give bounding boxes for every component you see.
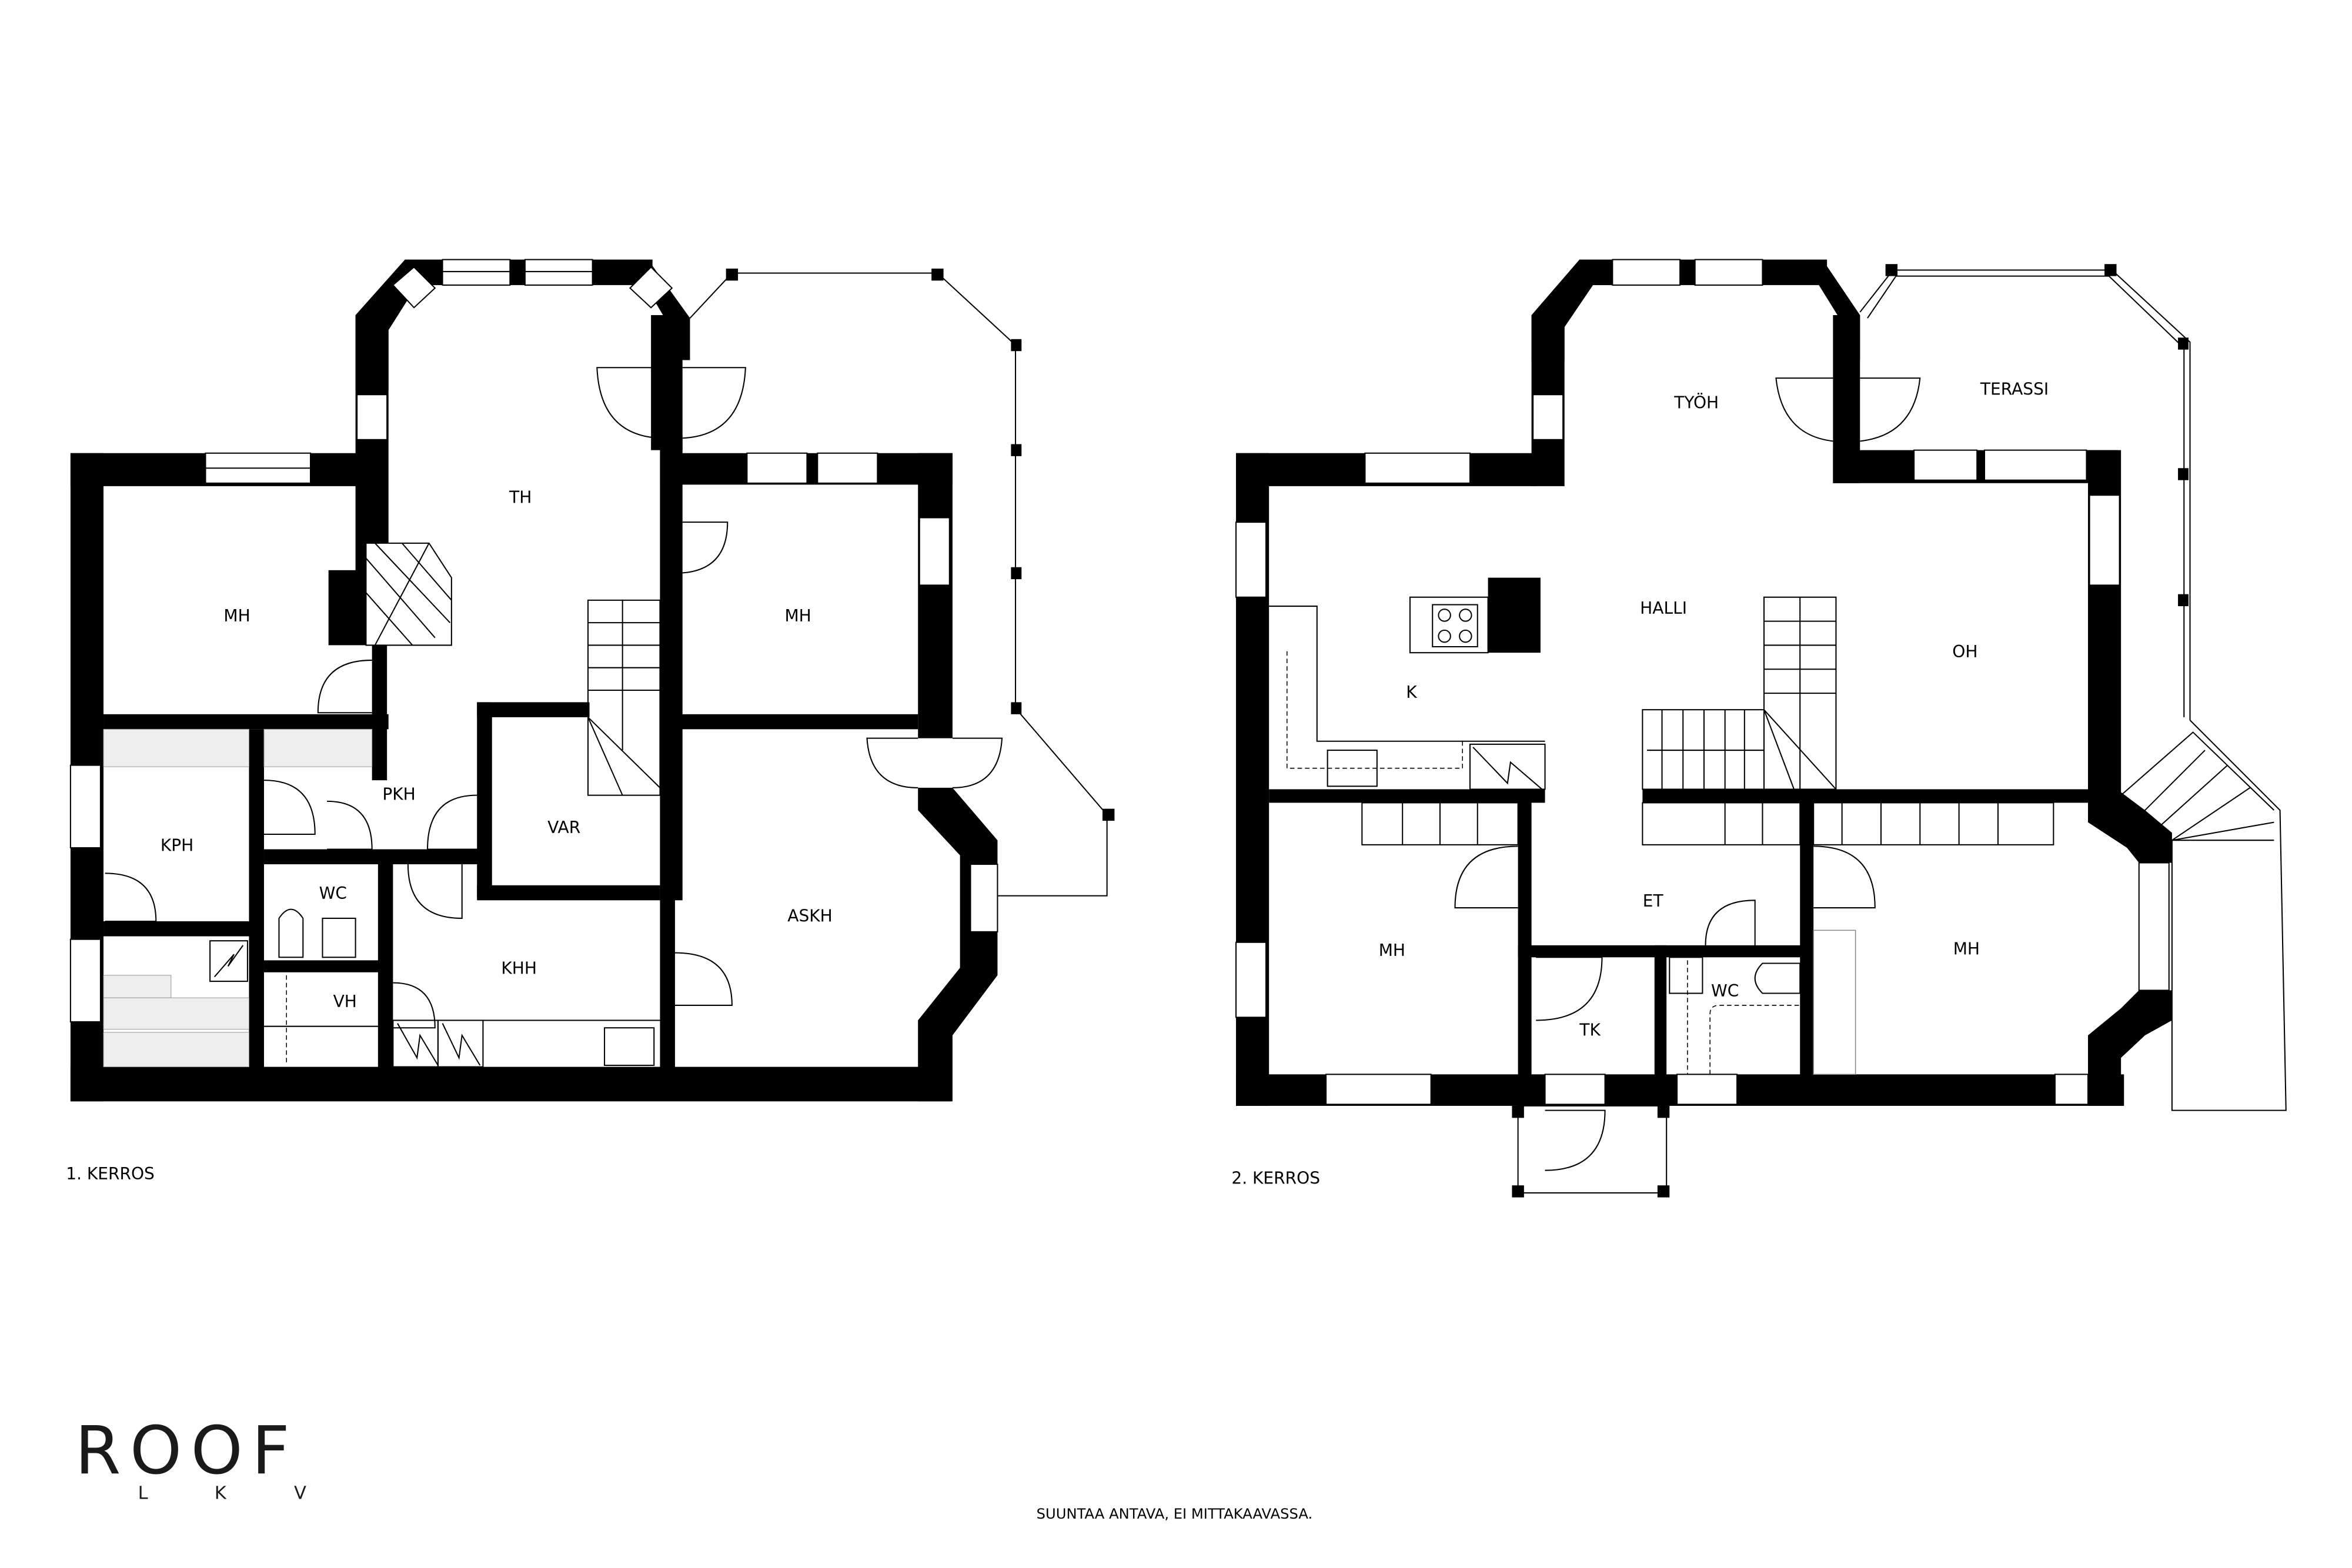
disclaimer-text: SUUNTAA ANTAVA, EI MITTAKAAVASSA. <box>1037 1505 1313 1522</box>
room-label-pkh: PKH <box>382 785 415 804</box>
room-label-askh: ASKH <box>787 906 832 925</box>
logo-sub-v: V <box>294 1483 306 1504</box>
room-label-mh-right: MH <box>784 606 811 626</box>
floor-2-plan: TYÖH TERASSI HALLI K OH MH ET TK WC MH 2… <box>1231 259 2287 1198</box>
stove-icon <box>1432 604 1478 647</box>
room-label-vh: VH <box>333 992 357 1011</box>
floor-2-doors <box>1454 377 1921 1171</box>
toilet-icon <box>278 908 304 958</box>
floor-2-stairs <box>1642 596 1837 790</box>
logo-text: ROOF <box>75 1413 299 1489</box>
floor-2-caption: 2. KERROS <box>1231 1169 1320 1188</box>
floor-2-wardrobes <box>1361 802 2054 1075</box>
floor-1-terrace <box>689 268 1115 897</box>
floor-1-windows <box>69 259 998 1023</box>
floor-2-windows <box>1235 259 2170 1105</box>
room-label-mh-right: MH <box>1953 940 1980 959</box>
sink-icon <box>604 1027 655 1066</box>
fireplace <box>365 542 452 646</box>
kitchen-fixtures <box>1269 596 1546 790</box>
floor-2-bath-fixtures <box>1669 957 1801 1075</box>
floor-1-stairs <box>587 599 661 796</box>
floor-2-room-labels: TYÖH TERASSI HALLI K OH MH ET TK WC MH <box>1379 380 2049 1040</box>
room-label-tk: TK <box>1579 1020 1601 1039</box>
room-label-tyoh: TYÖH <box>1673 393 1719 413</box>
logo-sub-l: L <box>138 1483 148 1504</box>
sink-icon <box>1669 957 1703 994</box>
room-label-wc: WC <box>1711 981 1739 1001</box>
toilet-icon <box>1754 962 1801 994</box>
floor-1-room-labels: MH TH MH KPH PKH VAR WC VH KHH ASKH <box>161 487 833 1011</box>
room-label-kph: KPH <box>161 835 193 855</box>
floor-1-plan: MH TH MH KPH PKH VAR WC VH KHH ASKH 1. K… <box>66 259 1115 1183</box>
room-label-th: TH <box>509 487 532 507</box>
sink-icon <box>322 917 356 958</box>
room-label-et: ET <box>1643 891 1664 911</box>
floor-1-doors <box>105 367 1003 1029</box>
sauna-stove-icon <box>209 940 248 982</box>
floor-2-terrace <box>1859 264 2287 1111</box>
room-label-khh: KHH <box>501 959 537 978</box>
room-label-oh: OH <box>1952 642 1977 661</box>
logo-sub-k: K <box>215 1483 227 1504</box>
floor-1-fixtures <box>103 728 660 1068</box>
room-label-mh-left: MH <box>223 606 250 626</box>
brand-logo: ROOF L K V <box>75 1413 306 1503</box>
floor-1-caption: 1. KERROS <box>66 1164 155 1183</box>
room-label-terassi: TERASSI <box>1980 380 2049 399</box>
room-label-mh-left: MH <box>1379 941 1405 960</box>
entrance-porch <box>1512 1105 1670 1198</box>
room-label-k: K <box>1406 683 1417 702</box>
room-label-halli: HALLI <box>1640 599 1687 618</box>
floor-1-walls <box>70 259 998 1102</box>
room-label-wc: WC <box>319 884 347 903</box>
room-label-var: VAR <box>547 818 580 837</box>
